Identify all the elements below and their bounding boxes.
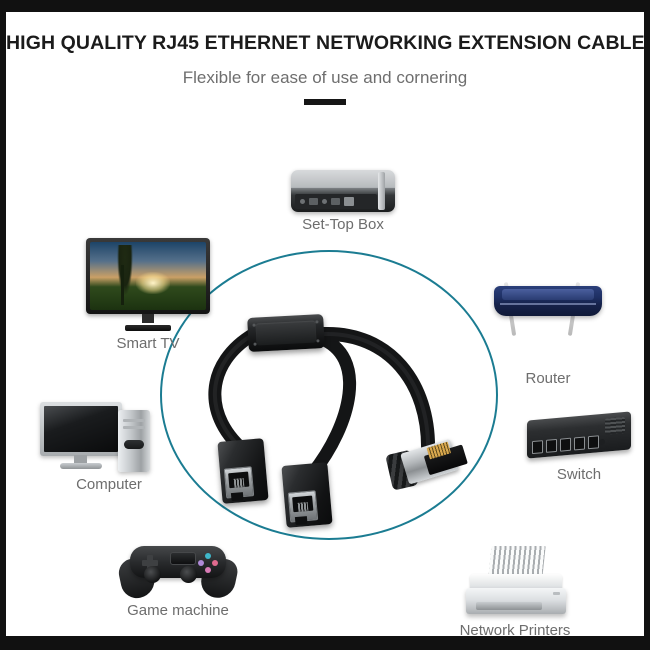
printer-icon (460, 546, 570, 618)
device-smart-tv: Smart TV (78, 238, 218, 352)
device-network-printers: Network Printers (430, 546, 600, 636)
device-label-smart-tv: Smart TV (116, 335, 180, 352)
device-label-switch: Switch (556, 466, 602, 483)
computer-icon (34, 398, 184, 472)
product-rj45-splitter-cable (192, 304, 492, 554)
router-icon (468, 282, 628, 366)
set-top-box-icon (268, 170, 418, 212)
device-label-set-top-box: Set-Top Box (302, 216, 384, 233)
connectivity-ring (160, 250, 498, 540)
device-game-machine: Game machine (98, 542, 258, 619)
game-controller-icon (116, 542, 240, 602)
infographic-canvas: HIGH QUALITY RJ45 ETHERNET NETWORKING EX… (6, 12, 644, 636)
divider-bar (304, 99, 346, 105)
page-title: HIGH QUALITY RJ45 ETHERNET NETWORKING EX… (6, 32, 644, 54)
page-subtitle: Flexible for ease of use and cornering (182, 68, 468, 87)
device-computer: Computer (34, 398, 184, 493)
rj45-female-socket-1 (217, 438, 269, 504)
junction-box (247, 314, 325, 352)
switch-icon (504, 411, 644, 462)
device-label-router: Router (525, 370, 571, 387)
device-label-game-machine: Game machine (127, 602, 229, 619)
cable-paths (208, 326, 436, 481)
device-switch: Switch (504, 411, 644, 483)
device-router: Router (468, 236, 628, 387)
device-label-computer: Computer (76, 476, 142, 493)
rj45-female-socket-2 (281, 462, 333, 528)
device-set-top-box: Set-Top Box (268, 170, 418, 233)
smart-tv-icon (78, 238, 218, 331)
device-label-network-printers: Network Printers (459, 622, 571, 636)
